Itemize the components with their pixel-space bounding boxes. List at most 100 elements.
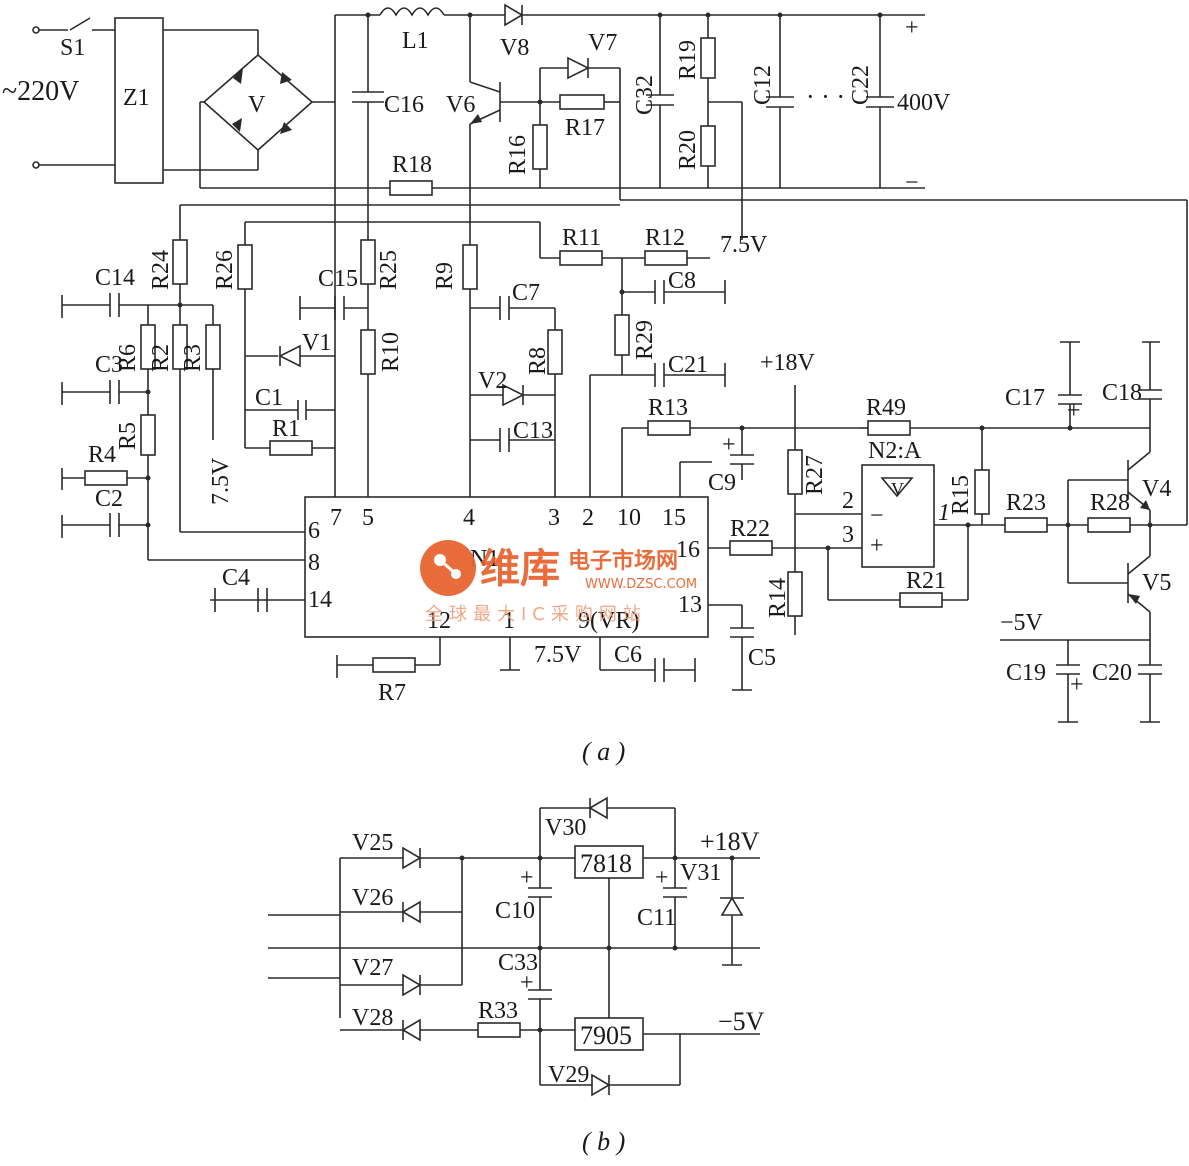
opamp-pin-1: 1 — [938, 500, 950, 526]
pin-10: 10 — [617, 505, 641, 531]
label-r2: R2 — [148, 344, 174, 372]
resistor-r9 — [462, 244, 478, 290]
label-18v-top: +18V — [760, 350, 816, 376]
label-c17-plus: + — [1067, 398, 1081, 424]
label-plus18v: +18V — [700, 827, 760, 856]
resistor-r19 — [700, 37, 716, 79]
label-c33-plus: + — [520, 970, 534, 996]
resistor-r10 — [360, 329, 376, 375]
pin-8: 8 — [308, 550, 320, 576]
pin-3: 3 — [548, 505, 560, 531]
label-v27: V27 — [352, 955, 393, 981]
label-c20: C20 — [1092, 660, 1132, 686]
label-r16: R16 — [505, 135, 531, 175]
label-r49: R49 — [866, 395, 906, 421]
label-r25: R25 — [376, 250, 402, 290]
label-minus5v: −5V — [718, 1007, 765, 1036]
resistor-r24 — [172, 239, 188, 285]
label-r12: R12 — [645, 225, 685, 251]
watermark-slogan: 全球最大IC采购网站 — [425, 604, 647, 625]
label-v1: V1 — [302, 330, 331, 356]
label-c1: C1 — [255, 385, 283, 411]
label-7905: 7905 — [580, 1021, 632, 1050]
label-c6: C6 — [614, 642, 642, 668]
label-v7: V7 — [588, 30, 617, 56]
pin-1: 1 — [503, 608, 515, 634]
label-c19-plus: + — [1070, 672, 1084, 698]
label-r19: R19 — [675, 40, 701, 80]
resistor-r15 — [974, 469, 990, 515]
watermark: 维库 电子市场网 WWW.DZSC.COM 全球最大IC采购网站 — [420, 540, 697, 625]
label-r10: R10 — [378, 332, 404, 372]
label-c11: C11 — [637, 905, 676, 931]
diode-v29 — [591, 1073, 611, 1097]
transistor-v5 — [1068, 545, 1151, 665]
input-terminal-bottom — [32, 161, 40, 169]
resistor-r16 — [532, 124, 548, 170]
diode-v7 — [567, 56, 590, 80]
label-c7: C7 — [512, 280, 540, 306]
pin-2: 2 — [582, 505, 594, 531]
resistor-r1 — [269, 440, 313, 456]
caption-b: ( b ) — [582, 1127, 625, 1156]
regulator-7818 — [574, 845, 644, 879]
label-r8: R8 — [525, 347, 551, 375]
label-c5: C5 — [748, 645, 776, 671]
label-v26: V26 — [352, 885, 393, 911]
resistor-r25 — [360, 239, 376, 285]
resistor-r33 — [477, 1022, 521, 1038]
ic-n1: 6 7 5 4 3 2 10 15 16 8 14 12 1 13 N1 9(V… — [210, 496, 754, 691]
label-c2: C2 — [95, 486, 123, 512]
pin-16: 16 — [676, 537, 700, 563]
transistor-v4 — [1067, 428, 1151, 583]
resistor-r20 — [700, 125, 716, 167]
label-ellipsis: · · · — [806, 82, 845, 111]
resistor-r7 — [372, 657, 416, 673]
label-l1: L1 — [402, 28, 429, 54]
label-minus: − — [905, 170, 919, 196]
label-v6: V6 — [446, 92, 475, 118]
diode-v28 — [401, 1018, 421, 1042]
resistor-r49 — [867, 420, 911, 436]
label-r33: R33 — [478, 998, 518, 1024]
label-r22: R22 — [730, 516, 770, 542]
diode-v8 — [504, 3, 524, 27]
pin-6: 6 — [308, 518, 320, 544]
label-r1: R1 — [272, 416, 300, 442]
resistor-r3 — [205, 324, 221, 370]
input-section — [32, 17, 259, 184]
resistor-r28 — [1087, 517, 1131, 533]
resistor-r12 — [644, 250, 688, 266]
diode-v31 — [720, 896, 744, 916]
regulator-7905 — [574, 1017, 644, 1051]
label-v8: V8 — [500, 35, 529, 61]
label-c9-plus: + — [722, 432, 736, 458]
diode-v1 — [278, 344, 301, 368]
label-r21: R21 — [906, 568, 946, 594]
label-r14: R14 — [765, 578, 791, 618]
pin-12: 12 — [427, 608, 451, 634]
diode-v25 — [402, 846, 422, 870]
caption-a: ( a ) — [582, 737, 625, 766]
opamp-plus-sign: + — [870, 533, 884, 559]
label-r29: R29 — [632, 320, 658, 360]
label-v4: V4 — [1142, 476, 1171, 502]
label-c3: C3 — [95, 352, 123, 378]
label-v2: V2 — [478, 368, 507, 394]
label-r9: R9 — [432, 262, 458, 290]
resistor-r17 — [559, 94, 605, 110]
label-c33: C33 — [498, 950, 538, 976]
label-n2a: N2:A — [868, 438, 922, 464]
label-7-5v-bottom: 7.5V — [534, 642, 582, 668]
label-v29: V29 — [548, 1062, 589, 1088]
schematic-b: V25 V26 V27 V28 V30 V29 V31 C10 + C11 + … — [268, 796, 765, 1156]
switch-s1 — [69, 17, 91, 31]
opamp-symbol: V — [891, 479, 904, 499]
opamp-n2a: − + V — [861, 464, 1005, 568]
label-7-5v-top: 7.5V — [720, 232, 768, 258]
transistor-v6 — [469, 15, 540, 500]
label-ac-input: ~220V — [2, 76, 79, 107]
label-c10: C10 — [495, 898, 535, 924]
